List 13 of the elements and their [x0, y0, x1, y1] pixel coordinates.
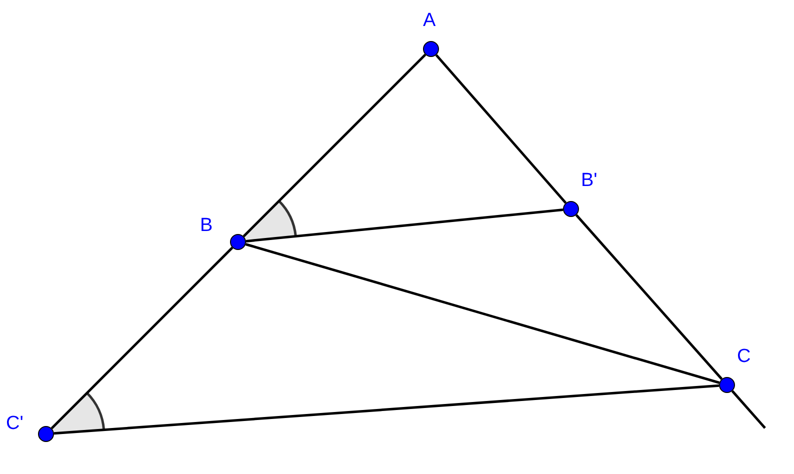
line-segment — [435, 54, 567, 204]
line-segment — [245, 243, 720, 384]
line-segment — [242, 54, 426, 238]
line-segment — [731, 390, 766, 429]
line-segment — [54, 384, 720, 435]
point-label: B — [200, 216, 213, 236]
point-label: C — [737, 347, 751, 367]
line-segment — [50, 246, 234, 430]
point-label: B' — [581, 171, 598, 191]
line-segment — [246, 208, 564, 242]
point-label: C' — [6, 414, 24, 434]
line-segment — [575, 214, 723, 380]
point-label: A — [423, 11, 436, 31]
